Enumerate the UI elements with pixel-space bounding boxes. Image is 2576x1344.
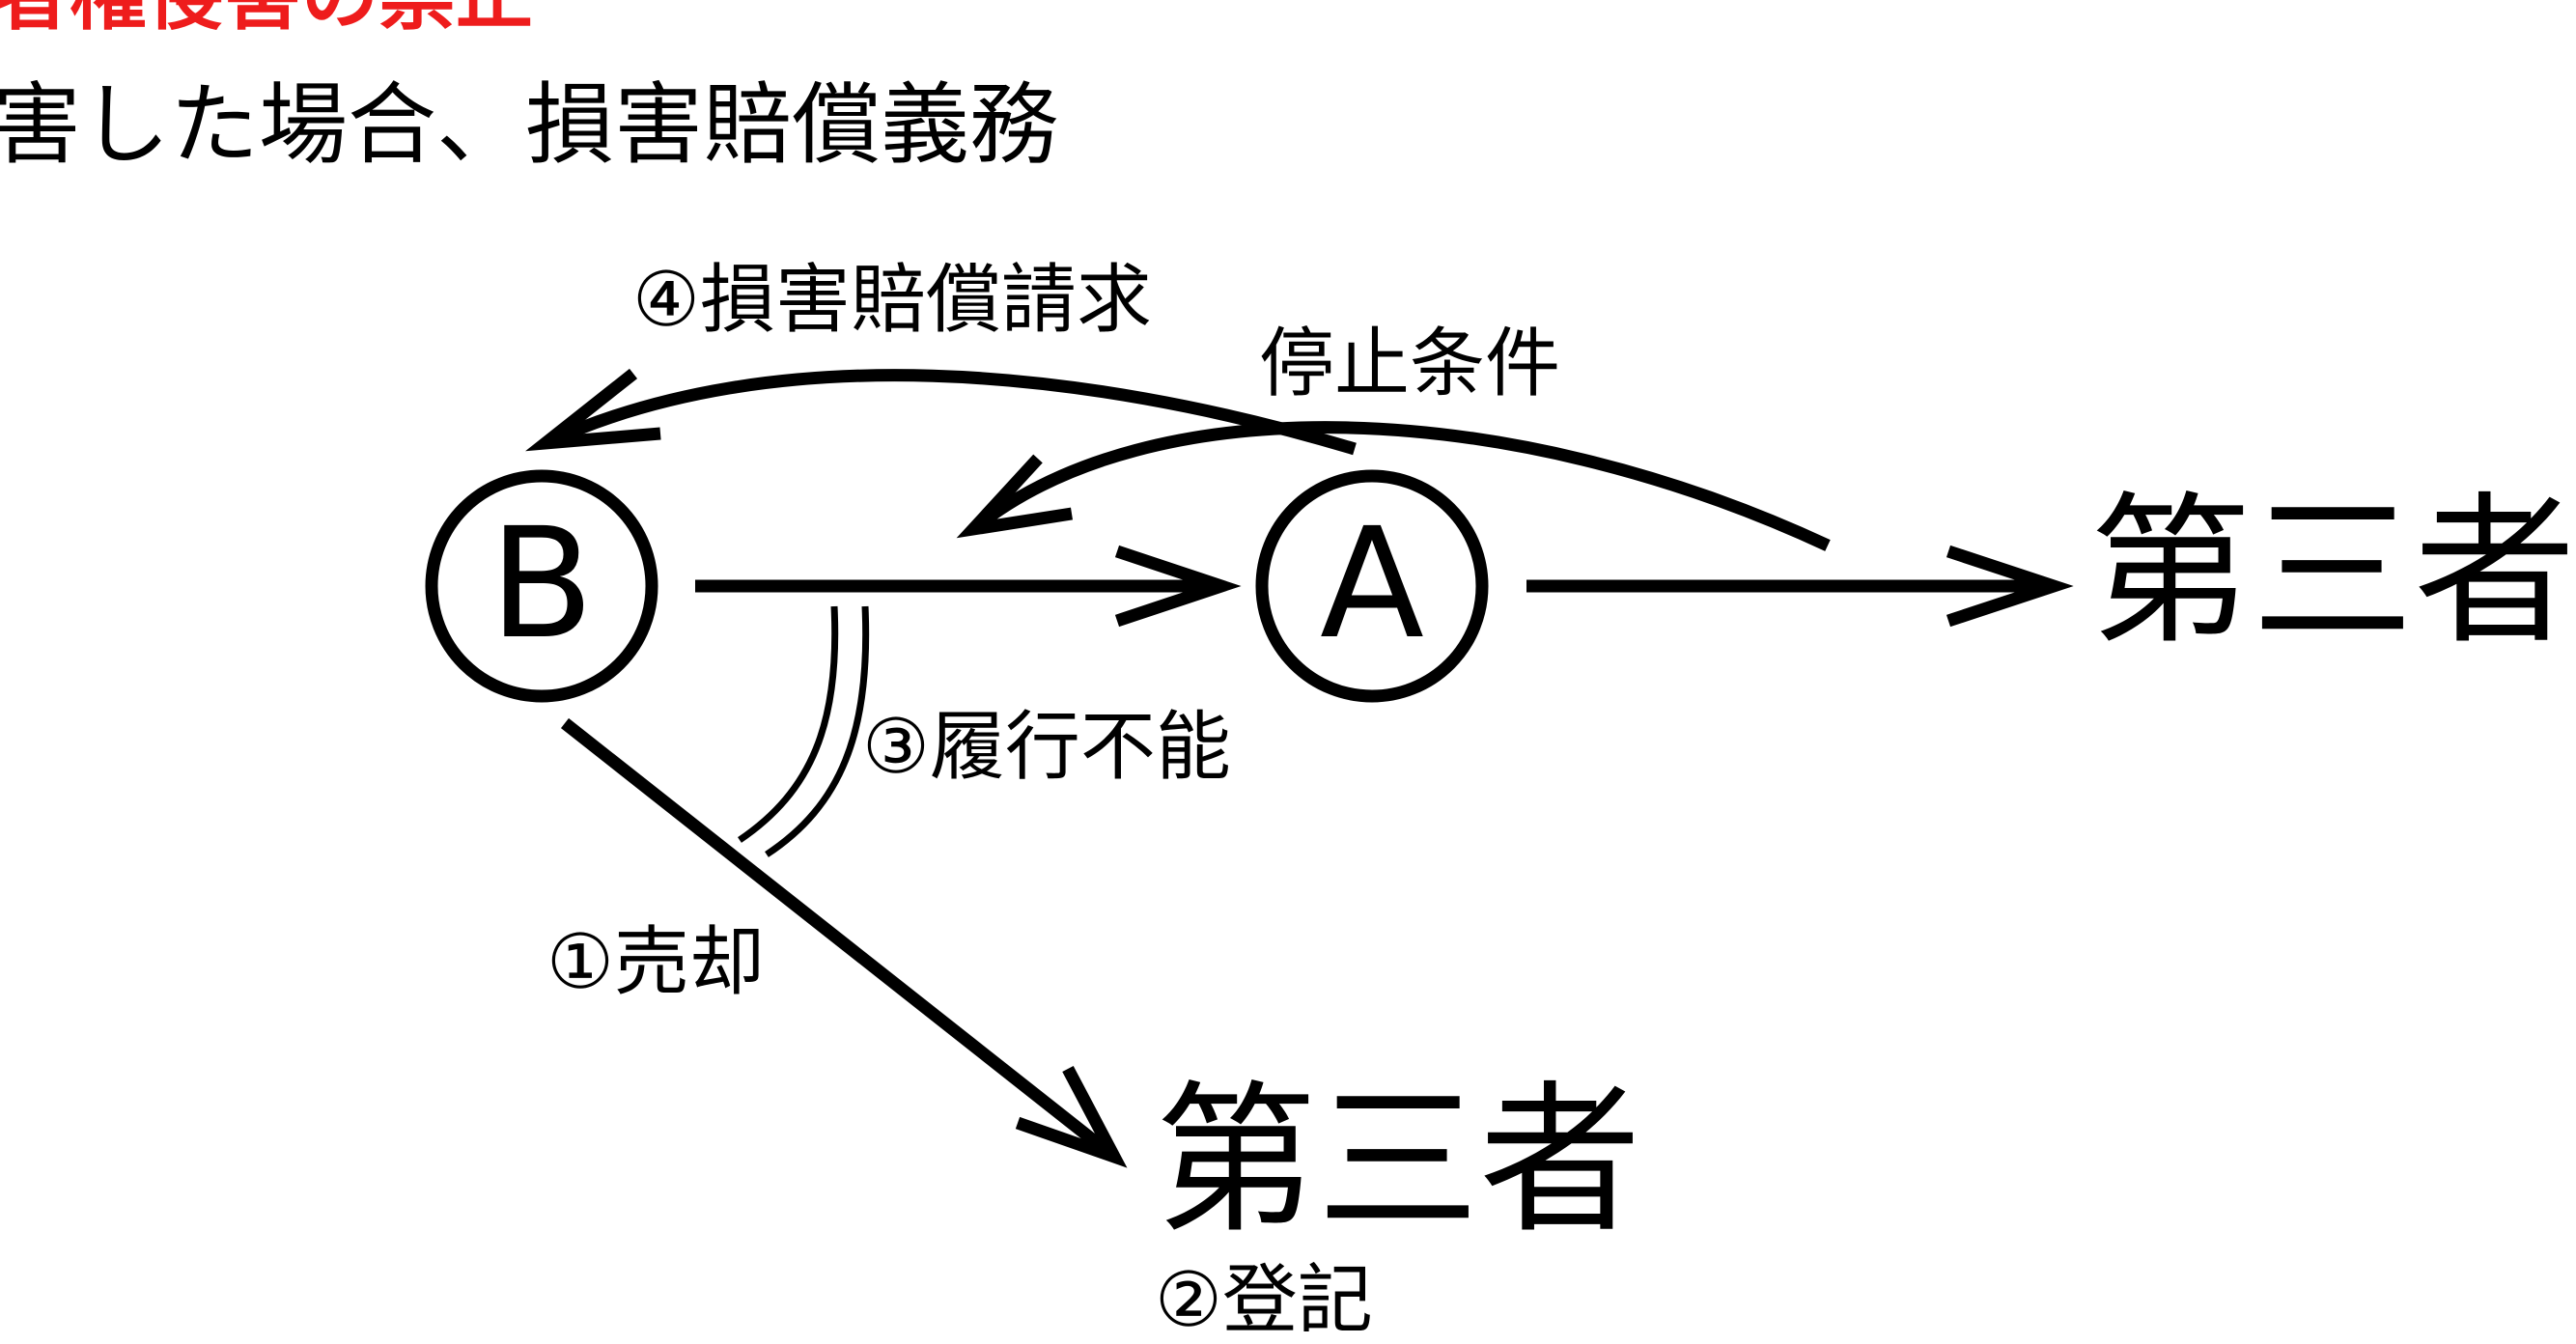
edge-label-condition: 停止条件 bbox=[1259, 321, 1561, 407]
edge-label-impossibility: ③履行不能 bbox=[862, 704, 1231, 791]
relation-diagram: B A bbox=[425, 368, 2074, 1168]
node-third-party-bottom: 第三者 bbox=[1155, 1066, 1641, 1255]
node-third-party-right: 第三者 bbox=[2089, 477, 2576, 666]
arrow-b-to-third-party-line bbox=[560, 717, 1119, 1162]
node-b-label: B bbox=[490, 495, 594, 673]
impossibility-line-inner bbox=[738, 605, 839, 843]
impossibility-line-outer bbox=[765, 605, 870, 857]
arrow-damages-claim-curve bbox=[543, 369, 1357, 456]
edge-label-damages-claim: ④損害賠償請求 bbox=[632, 257, 1152, 344]
arrow-a-to-third-party-head bbox=[1946, 545, 2074, 628]
arrow-b-to-a-head bbox=[1114, 545, 1242, 628]
arrow-damages-claim-head bbox=[525, 368, 661, 452]
node-a-label: A bbox=[1320, 495, 1424, 673]
node-a-circle bbox=[1255, 469, 1489, 703]
edge-label-sale: ①売却 bbox=[546, 919, 765, 1006]
arrow-condition-head bbox=[956, 454, 1074, 539]
node-b-circle bbox=[425, 469, 658, 703]
arrow-b-to-third-party-head bbox=[1015, 1065, 1128, 1168]
slide-subtitle: 害した場合、損害賠償義務 bbox=[0, 73, 1059, 177]
slide-title: 者権侵害の禁止 bbox=[0, 0, 533, 35]
arrow-condition-curve bbox=[968, 421, 1831, 551]
edge-label-registration: ②登記 bbox=[1155, 1257, 1373, 1344]
